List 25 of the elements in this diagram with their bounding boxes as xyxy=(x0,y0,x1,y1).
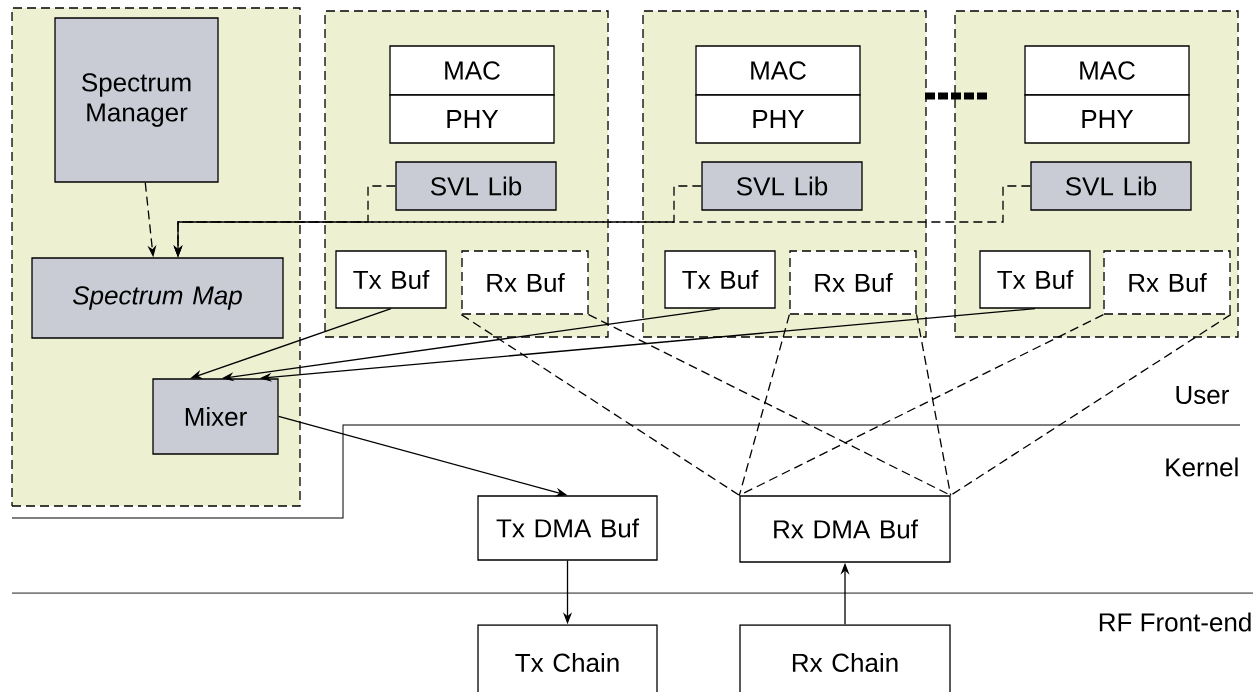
layer-box: PHY xyxy=(695,94,861,144)
buffer-box: Tx Buf xyxy=(664,250,776,309)
chain-box: Tx Chain xyxy=(477,624,658,692)
layer-box: PHY xyxy=(389,94,555,144)
process-box: Mixer xyxy=(152,378,279,455)
buffer-box: Tx Buf xyxy=(335,250,447,309)
buffer-box: Rx Buf xyxy=(1103,250,1231,315)
buffer-box: Rx Buf xyxy=(461,250,589,315)
buffer-box: Rx DMA Buf xyxy=(739,495,951,563)
layer-label: RF Front-end xyxy=(1099,612,1251,632)
layer-box: MAC xyxy=(389,45,555,96)
layer-box: MAC xyxy=(1024,45,1190,96)
buffer-box: Rx Buf xyxy=(789,250,917,315)
process-box: Spectrum Manager xyxy=(54,17,219,183)
layer-box: PHY xyxy=(1024,94,1190,144)
chain-box: Rx Chain xyxy=(739,624,951,692)
library-box: SVL Lib xyxy=(701,161,863,211)
layer-box: MAC xyxy=(695,45,861,96)
library-box: SVL Lib xyxy=(395,161,557,211)
layer-label: User xyxy=(1176,385,1229,405)
library-box: SVL Lib xyxy=(1030,161,1192,211)
process-box: Spectrum Map xyxy=(31,257,284,339)
buffer-box: Tx Buf xyxy=(979,250,1091,309)
layer-label: Kernel xyxy=(1166,457,1238,477)
buffer-box: Tx DMA Buf xyxy=(477,495,658,561)
